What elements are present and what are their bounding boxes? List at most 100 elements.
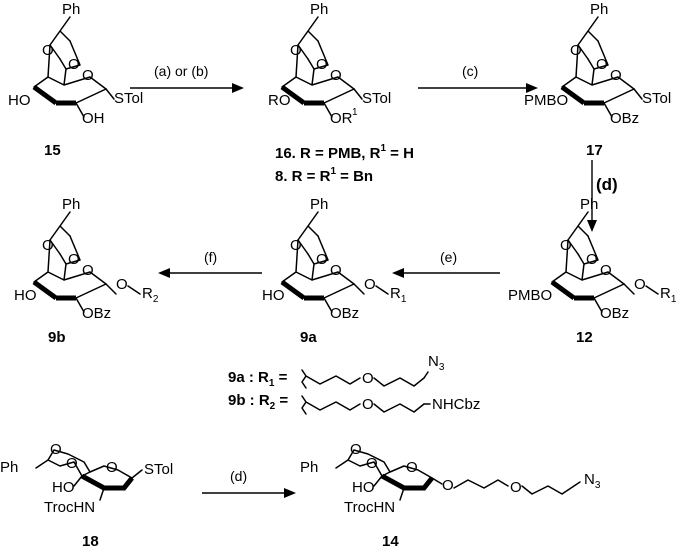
reagent-f: (f) bbox=[204, 249, 217, 265]
ring-oxygen: O bbox=[330, 262, 342, 279]
phenyl-label: Ph bbox=[590, 1, 608, 18]
acetal-oxygen-2: O bbox=[68, 251, 80, 268]
svg-text:9a : R1 =: 9a : R1 = bbox=[228, 369, 288, 389]
anomeric-stol: STol bbox=[642, 90, 671, 107]
compound-9b: Ph O O O HO OBz O R2 9b bbox=[14, 196, 159, 346]
ether-oxygen: O bbox=[362, 396, 374, 413]
ring-oxygen: O bbox=[330, 67, 342, 84]
svg-text:9b : R2 =: 9b : R2 = bbox=[228, 392, 288, 412]
acetal-oxygen-2: O bbox=[316, 251, 328, 268]
phenyl-label: Ph bbox=[62, 1, 80, 18]
svg-text:16. R = PMB, R1 = H: 16. R = PMB, R1 = H bbox=[275, 143, 414, 162]
arrow-a-or-b: (a) or (b) bbox=[130, 63, 244, 93]
arrow-c: (c) bbox=[418, 63, 538, 93]
compound-9b-id: 9b bbox=[48, 329, 66, 346]
phenyl-label: Ph bbox=[62, 196, 80, 213]
acetal-oxygen: O bbox=[560, 237, 572, 254]
reagent-a-or-b: (a) or (b) bbox=[154, 63, 208, 79]
acetal-oxygen-2: O bbox=[586, 251, 598, 268]
anomeric-oxygen: O bbox=[442, 477, 454, 494]
phenyl-label: Ph bbox=[0, 459, 18, 476]
ring-oxygen: O bbox=[106, 459, 118, 476]
acetal-oxygen: O bbox=[350, 441, 362, 458]
compound-18: Ph O O O HO TrocHN STol 18 bbox=[0, 441, 173, 550]
compound-12-id: 12 bbox=[576, 329, 593, 346]
phenyl-label: Ph bbox=[310, 1, 328, 18]
c2-trochn: TrocHN bbox=[344, 499, 395, 516]
c3-hydroxyl: HO bbox=[352, 479, 375, 496]
c2-obz: OBz bbox=[330, 305, 359, 322]
acetal-oxygen-2: O bbox=[66, 455, 78, 472]
acetal-oxygen-2: O bbox=[366, 455, 378, 472]
reagent-e: (e) bbox=[440, 249, 457, 265]
c2-obz: OBz bbox=[600, 305, 629, 322]
acetal-oxygen: O bbox=[42, 237, 54, 254]
arrow-d-bottom: (d) bbox=[202, 468, 296, 498]
arrow-f: (f) bbox=[158, 249, 262, 278]
acetal-oxygen: O bbox=[290, 42, 302, 59]
acetal-oxygen: O bbox=[50, 441, 62, 458]
ring-oxygen: O bbox=[82, 262, 94, 279]
c3-pmbo: PMBO bbox=[524, 92, 568, 109]
acetal-oxygen-2: O bbox=[316, 56, 328, 73]
phenyl-label: Ph bbox=[300, 459, 318, 476]
reagent-d-vertical: (d) bbox=[596, 175, 618, 194]
c3-pmbo: PMBO bbox=[508, 287, 552, 304]
compound-14: Ph O O O HO TrocHN O O N3 14 bbox=[300, 441, 601, 550]
ring-oxygen: O bbox=[406, 459, 418, 476]
compound-9a-id: 9a bbox=[300, 329, 317, 346]
compound-17-id: 17 bbox=[586, 142, 603, 159]
aglycone-r: R1 bbox=[390, 285, 407, 305]
arrow-e: (e) bbox=[392, 249, 500, 278]
c2-hydroxyl: OH bbox=[82, 110, 105, 127]
anomeric-oxygen: O bbox=[364, 276, 376, 293]
compound-16-caption: 16. R = PMB, R1 = H 8. R = R1 = Bn bbox=[275, 143, 414, 185]
c3-ro: RO bbox=[268, 92, 291, 109]
compound-18-id: 18 bbox=[82, 533, 99, 550]
acetal-oxygen-2: O bbox=[68, 56, 80, 73]
aglycone-r: R2 bbox=[142, 285, 159, 305]
acetal-oxygen: O bbox=[42, 42, 54, 59]
arrow-d-vertical: (d) bbox=[587, 160, 618, 232]
c2-obz: OBz bbox=[610, 110, 639, 127]
compound-9a: Ph O O O HO OBz O R1 9a bbox=[262, 196, 407, 346]
c2-or1: OR bbox=[330, 110, 353, 127]
r1-superscript: 1 bbox=[352, 107, 358, 118]
svg-text:8. R = R1 = Bn: 8. R = R1 = Bn bbox=[275, 166, 373, 185]
anomeric-stol: STol bbox=[362, 90, 391, 107]
anomeric-oxygen: O bbox=[634, 276, 646, 293]
anomeric-stol: STol bbox=[144, 461, 173, 478]
c3-hydroxyl: HO bbox=[14, 287, 37, 304]
compound-15: Ph O O O HO OH STol 15 bbox=[8, 1, 143, 159]
r1-definition: 9a : R1 = O N3 bbox=[228, 353, 445, 389]
c3-hydroxyl: HO bbox=[262, 287, 285, 304]
c3-hydroxyl: HO bbox=[8, 92, 31, 109]
r2-definition: 9b : R2 = O NHCbz bbox=[228, 392, 480, 415]
compound-15-id: 15 bbox=[44, 142, 61, 159]
compound-14-id: 14 bbox=[382, 533, 399, 550]
ring-oxygen: O bbox=[82, 67, 94, 84]
azide-n3: N3 bbox=[584, 471, 601, 491]
acetal-oxygen: O bbox=[570, 42, 582, 59]
c2-trochn: TrocHN bbox=[44, 499, 95, 516]
reagent-c: (c) bbox=[462, 63, 478, 79]
ether-oxygen: O bbox=[510, 479, 522, 496]
c3-hydroxyl: HO bbox=[52, 479, 75, 496]
ether-oxygen: O bbox=[362, 370, 374, 387]
acetal-oxygen: O bbox=[290, 237, 302, 254]
ring-oxygen: O bbox=[600, 262, 612, 279]
compound-16: Ph O O O RO OR 1 STol bbox=[268, 1, 391, 127]
azide-n3: N3 bbox=[428, 353, 445, 373]
nhcbz-label: NHCbz bbox=[432, 396, 480, 413]
reagent-d-bottom: (d) bbox=[230, 468, 247, 484]
phenyl-label: Ph bbox=[310, 196, 328, 213]
ring-oxygen: O bbox=[610, 67, 622, 84]
anomeric-oxygen: O bbox=[116, 276, 128, 293]
aglycone-r: R1 bbox=[660, 285, 677, 305]
phenyl-label: Ph bbox=[580, 196, 598, 213]
compound-17: Ph O O O PMBO OBz STol 17 bbox=[524, 1, 671, 159]
c2-obz: OBz bbox=[82, 305, 111, 322]
acetal-oxygen-2: O bbox=[596, 56, 608, 73]
anomeric-stol: STol bbox=[114, 90, 143, 107]
